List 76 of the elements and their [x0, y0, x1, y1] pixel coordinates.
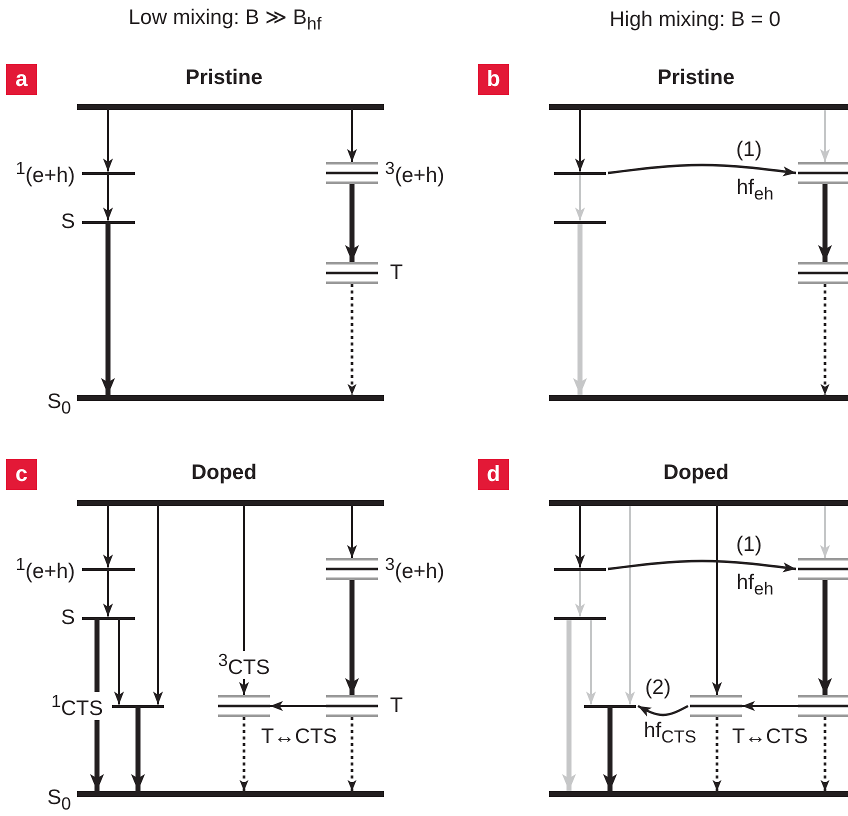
edge-label: (1) [735, 534, 763, 556]
transition-arrow [103, 570, 113, 616]
triplet-level-lines [798, 558, 848, 580]
triplet-level-lines [326, 162, 378, 184]
energy-level-line [554, 568, 606, 570]
panel-title: Doped [190, 462, 258, 484]
state-label: $^{3}$(e+h) [384, 554, 446, 584]
dotted-transition-arrow [348, 717, 356, 791]
dotted-transition-arrow [712, 717, 722, 791]
transition-arrow [101, 224, 115, 395]
transition-arrow [347, 506, 357, 558]
curved-transition-arrow [637, 704, 689, 717]
transition-label: hf$_{CTS}$ [642, 720, 698, 746]
transition-arrow [270, 701, 326, 711]
transition-arrow [575, 174, 585, 220]
panel-letter-badge: d [478, 459, 509, 490]
triplet-level-lines [326, 262, 378, 284]
dotted-transition-arrow [240, 717, 248, 791]
transition-arrow [820, 506, 830, 558]
energy-level-line [554, 616, 606, 620]
edge-label: (2) [644, 676, 672, 700]
energy-level-line [554, 220, 606, 224]
energy-level-line [82, 220, 135, 224]
transition-arrow [347, 110, 357, 162]
transition-arrow [103, 174, 113, 220]
state-label: $^{1}$CTS [50, 692, 104, 720]
transition-arrow [103, 506, 113, 568]
transition-arrow [103, 110, 113, 172]
panel-letter-badge: b [478, 64, 509, 95]
dotted-transition-arrow [820, 284, 830, 395]
transition-arrow [818, 184, 832, 262]
energy-level-line [82, 568, 135, 570]
transition-arrow [818, 580, 832, 695]
transition-arrow [575, 110, 585, 172]
dotted-transition-arrow [820, 717, 830, 791]
curved-transition-arrow [608, 560, 796, 572]
state-label: $^{3}$CTS [217, 650, 271, 680]
panel-letter-badge: c [6, 459, 37, 490]
transition-arrow [575, 506, 585, 568]
transition-arrow [820, 110, 830, 162]
state-label: $^{3}$(e+h) [384, 158, 446, 188]
energy-level-line [112, 704, 164, 708]
panel-title: Doped [662, 462, 730, 484]
triplet-level-lines [326, 558, 378, 580]
triplet-level-lines [798, 262, 848, 284]
transition-arrow [575, 570, 585, 616]
transition-label: hf$_{eh}$ [736, 572, 774, 598]
edge-label: (1) [735, 138, 763, 162]
energy-level-line [584, 704, 636, 708]
curved-transition-arrow [608, 164, 796, 176]
dotted-transition-arrow [348, 284, 356, 395]
transition-arrow [562, 620, 576, 791]
triplet-level-lines [326, 695, 378, 717]
transition-arrow [114, 620, 124, 704]
energy-level-line [554, 172, 606, 174]
transition-arrow [345, 580, 359, 695]
transition-arrow [742, 701, 798, 711]
triplet-level-lines [218, 695, 270, 717]
transition-label: hf$_{eh}$ [736, 177, 774, 203]
transition-arrow [586, 620, 596, 704]
transition-arrow [131, 708, 145, 791]
transition-arrow [573, 224, 587, 395]
transition-arrow [603, 708, 617, 791]
energy-level-line [82, 172, 135, 174]
energy-level-line [82, 616, 135, 620]
column-heading: High mixing: B = 0 [608, 8, 782, 32]
triplet-level-lines [798, 695, 848, 717]
triplet-level-lines [798, 162, 848, 184]
state-label: S$_{0}$ [46, 787, 72, 813]
state-label: S$_{0}$ [46, 391, 72, 417]
transition-arrow [153, 506, 163, 704]
panel-letter-badge: a [6, 64, 37, 95]
transition-arrow [345, 184, 359, 262]
transition-arrow [712, 506, 722, 695]
triplet-level-lines [690, 695, 742, 717]
transition-arrow [625, 506, 635, 704]
